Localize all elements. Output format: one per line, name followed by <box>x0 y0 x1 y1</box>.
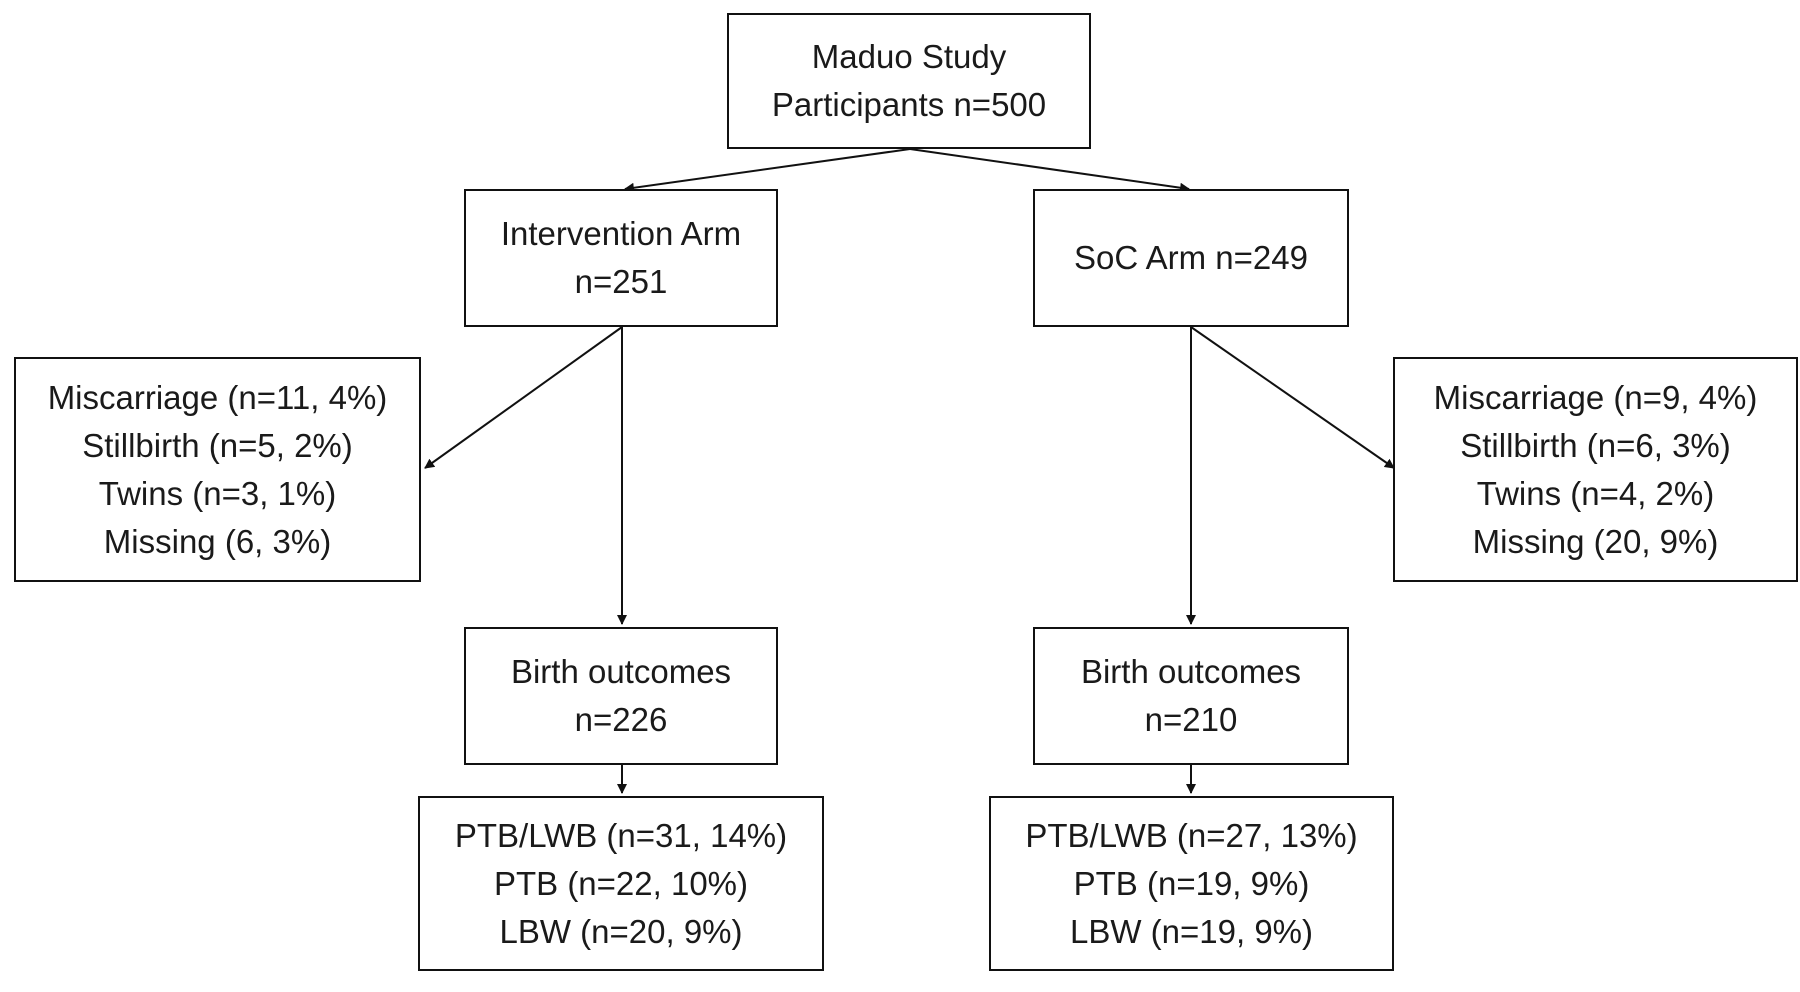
intervention-excluded-box: Miscarriage (n=11, 4%) Stillbirth (n=5, … <box>14 357 421 582</box>
intervention-arm-title: Intervention Arm <box>500 215 742 252</box>
soc-arm-title: SoC Arm n=249 <box>1074 239 1308 276</box>
soc-ptb: PTB (n=19, 9%) <box>1073 864 1310 902</box>
intervention-outcomes-box: Birth outcomes n=226 <box>464 627 778 765</box>
root-box: Maduo Study Participants n=500 <box>727 13 1091 149</box>
soc-details-box: PTB/LWB (n=27, 13%) PTB (n=19, 9%) LBW (… <box>989 796 1394 971</box>
soc-stillbirth: Stillbirth (n=6, 3%) <box>1460 426 1731 464</box>
soc-outcomes-count: n=210 <box>1144 701 1238 738</box>
soc-outcomes-title: Birth outcomes <box>1080 653 1302 690</box>
intervention-ptb-lwb: PTB/LWB (n=31, 14%) <box>454 816 788 854</box>
intervention-arm-count: n=251 <box>574 263 668 300</box>
soc-missing: Missing (20, 9%) <box>1472 522 1719 560</box>
arrow-soc-to-excluded <box>1190 326 1395 469</box>
intervention-twins: Twins (n=3, 1%) <box>98 474 337 512</box>
intervention-details-box: PTB/LWB (n=31, 14%) PTB (n=22, 10%) LBW … <box>418 796 824 971</box>
intervention-miscarriage: Miscarriage (n=11, 4%) <box>47 378 388 416</box>
soc-excluded-box: Miscarriage (n=9, 4%) Stillbirth (n=6, 3… <box>1393 357 1798 582</box>
intervention-stillbirth: Stillbirth (n=5, 2%) <box>82 426 353 464</box>
soc-lbw: LBW (n=19, 9%) <box>1069 912 1314 950</box>
root-line-1: Maduo Study <box>811 38 1007 75</box>
intervention-outcomes-count: n=226 <box>574 701 668 738</box>
intervention-missing: Missing (6, 3%) <box>103 522 332 560</box>
soc-arm-box: SoC Arm n=249 <box>1033 189 1349 327</box>
intervention-ptb: PTB (n=22, 10%) <box>493 864 749 902</box>
intervention-outcomes-title: Birth outcomes <box>510 653 732 690</box>
root-line-2: Participants n=500 <box>771 86 1047 123</box>
soc-twins: Twins (n=4, 2%) <box>1476 474 1715 512</box>
arrow-intervention-to-excluded <box>424 326 623 469</box>
intervention-lbw: LBW (n=20, 9%) <box>499 912 743 950</box>
intervention-arm-box: Intervention Arm n=251 <box>464 189 778 327</box>
soc-outcomes-box: Birth outcomes n=210 <box>1033 627 1349 765</box>
arrow-root-to-soc <box>909 148 1190 193</box>
soc-ptb-lwb: PTB/LWB (n=27, 13%) <box>1025 816 1358 854</box>
soc-miscarriage: Miscarriage (n=9, 4%) <box>1433 378 1758 416</box>
arrow-root-to-intervention <box>624 148 911 193</box>
